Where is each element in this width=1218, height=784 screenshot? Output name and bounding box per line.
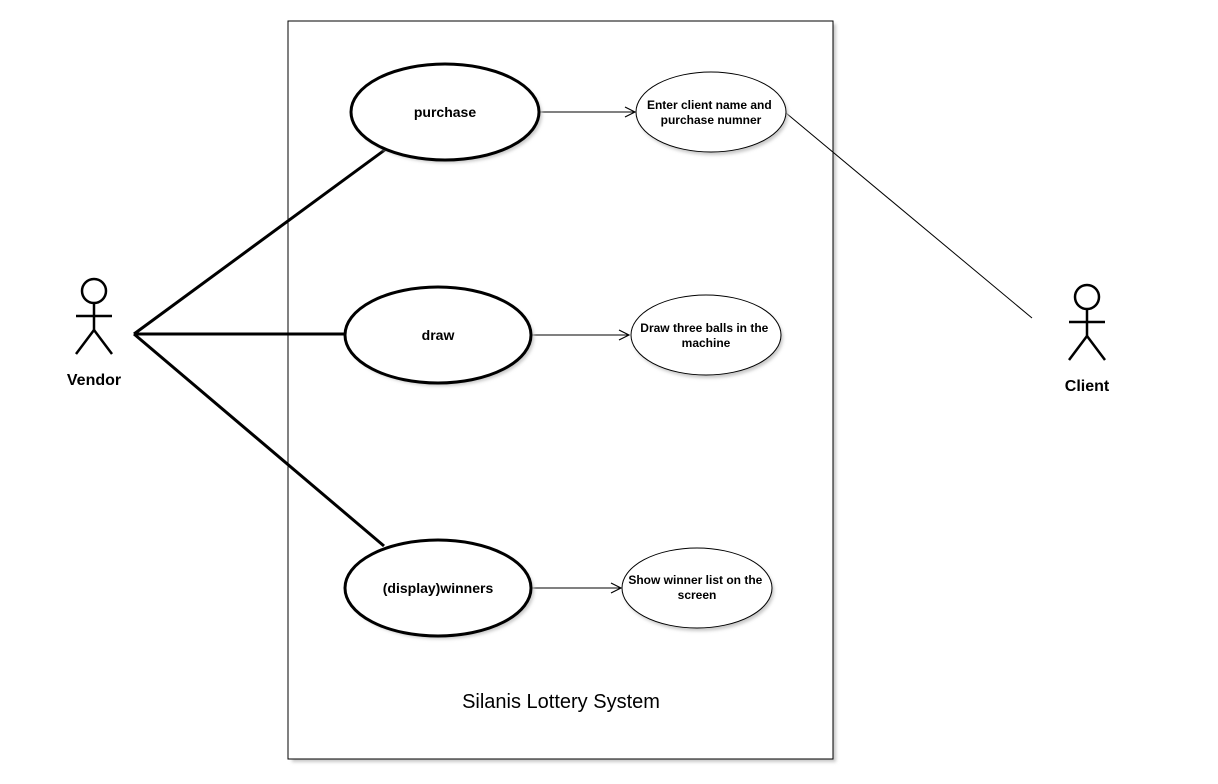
use-case-show-winners-label: Show winner list on the screen <box>628 573 765 602</box>
use-case-enter-client[interactable]: Enter client name and purchase numner <box>635 71 788 155</box>
use-case-enter-client-line-2: purchase numner <box>661 113 762 127</box>
use-case-draw-balls-line-1: Draw three balls in the <box>640 321 768 335</box>
client-label: Client <box>1065 378 1110 395</box>
use-case-show-winners-line-2: screen <box>678 588 717 602</box>
association-client-enter <box>785 112 1033 319</box>
system-name: Silanis Lottery System <box>462 691 660 713</box>
actor-client[interactable]: Client <box>1065 283 1110 395</box>
vendor-associations <box>133 147 387 548</box>
use-case-enter-client-label: Enter client name and purchase numner <box>647 98 775 127</box>
use-case-draw-balls-label: Draw three balls in the machine <box>640 321 771 350</box>
use-case-draw-balls[interactable]: Draw three balls in the machine <box>630 294 783 378</box>
use-case-draw-label: draw <box>422 327 455 343</box>
use-case-purchase[interactable]: purchase <box>349 62 542 163</box>
use-case-draw[interactable]: draw <box>343 285 534 386</box>
client-stick-figure-icon <box>1068 283 1106 361</box>
vendor-label: Vendor <box>67 372 121 389</box>
vendor-stick-figure-icon <box>75 277 113 355</box>
association-vendor-winners <box>133 332 385 548</box>
use-case-winners[interactable]: (display)winners <box>343 538 534 639</box>
dependency-arrows <box>531 112 635 588</box>
actor-vendor[interactable]: Vendor <box>67 277 121 389</box>
use-case-winners-label: (display)winners <box>383 580 494 596</box>
use-case-purchase-label: purchase <box>414 104 476 120</box>
association-vendor-purchase <box>133 147 387 336</box>
use-case-enter-client-line-1: Enter client name and <box>647 98 772 112</box>
use-case-show-winners-line-1: Show winner list on the <box>628 573 762 587</box>
use-case-draw-balls-line-2: machine <box>682 336 731 350</box>
use-case-show-winners[interactable]: Show winner list on the screen <box>621 547 774 631</box>
